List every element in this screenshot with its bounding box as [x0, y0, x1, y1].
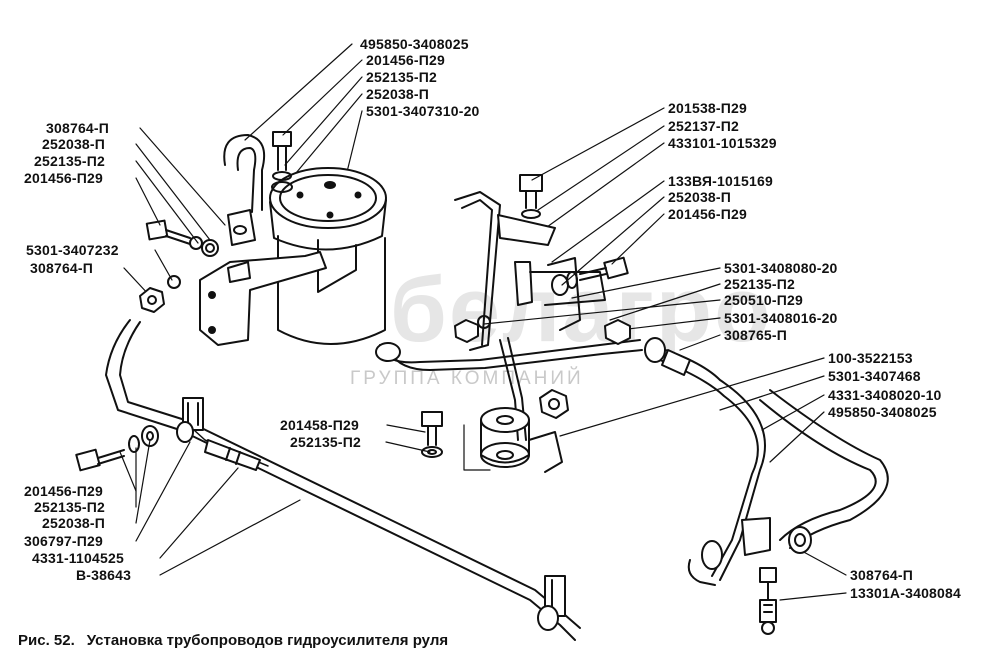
central-bracket [454, 174, 606, 351]
watermark-subtitle: ГРУППА КОМПАНИЙ [350, 368, 584, 389]
part-label: 252038-П [668, 189, 732, 205]
nut-left [139, 275, 181, 313]
part-label: 5301-3407468 [828, 368, 921, 384]
part-label: 201456-П29 [668, 206, 748, 222]
bolt-clip-left [75, 425, 159, 472]
part-label: 5301-3408080-20 [724, 260, 838, 276]
bolt-filter [421, 411, 443, 458]
part-label: 201456-П29 [24, 170, 104, 186]
oil-reservoir [269, 167, 387, 345]
figure-title: Установка трубопроводов гидроусилителя р… [86, 632, 449, 649]
steel-pipe-left [105, 319, 581, 641]
part-label: 495850-3408025 [360, 36, 469, 52]
part-label: 308765-П [724, 327, 788, 343]
part-label: 252038-П [42, 136, 106, 152]
part-label: 252135-П2 [34, 499, 106, 515]
leader-lines [119, 43, 847, 601]
part-label: 201458-П29 [280, 417, 360, 433]
return-hose-right [741, 389, 889, 556]
bolt-right-bracket [551, 256, 629, 296]
part-label: 133ВЯ-1015169 [668, 173, 773, 189]
part-label: 252135-П2 [724, 276, 796, 292]
part-label: 252038-П [366, 86, 430, 102]
part-label: 308764-П [850, 567, 914, 583]
part-label: 495850-3408025 [828, 404, 937, 420]
bottom-clamp [537, 575, 566, 631]
part-label: 201456-П29 [366, 52, 446, 68]
filter-unit [480, 407, 563, 473]
figure-caption: Рис. 52. Установка трубопроводов гидроуси… [18, 632, 460, 649]
pressure-hose [644, 337, 766, 586]
part-label: 100-3522153 [828, 350, 913, 366]
part-label: 252038-П [42, 515, 106, 531]
return-hose-top [223, 134, 266, 246]
figure-number: Рис. 52. [18, 632, 75, 649]
part-label: 252135-П2 [34, 153, 106, 169]
part-label: 13301А-3408084 [850, 585, 962, 601]
bolt-top-reservoir [271, 131, 293, 193]
bolt-left-upper [145, 219, 219, 257]
part-label: 4331-1104525 [32, 550, 124, 566]
part-label: 5301-3407310-20 [366, 103, 480, 119]
part-label: 5301-3408016-20 [724, 310, 838, 326]
part-label: 252135-П2 [290, 434, 362, 450]
part-label: 433101-1015329 [668, 135, 777, 151]
part-label: 201456-П29 [24, 483, 104, 499]
part-label: 252137-П2 [668, 118, 740, 134]
reservoir-bracket [199, 251, 327, 346]
part-label: 306797-П29 [24, 533, 104, 549]
fitting-right-bottom [759, 567, 777, 635]
nuts-center [454, 315, 631, 419]
part-label: 5301-3407232 [26, 242, 119, 258]
part-label: 4331-3408020-10 [828, 387, 942, 403]
part-label: 250510-П29 [724, 292, 804, 308]
part-label: В-38643 [76, 567, 132, 583]
part-label: 252135-П2 [366, 69, 438, 85]
part-label: 308764-П [46, 120, 110, 136]
part-label: 308764-П [30, 260, 94, 276]
part-label: 201538-П29 [668, 100, 748, 116]
